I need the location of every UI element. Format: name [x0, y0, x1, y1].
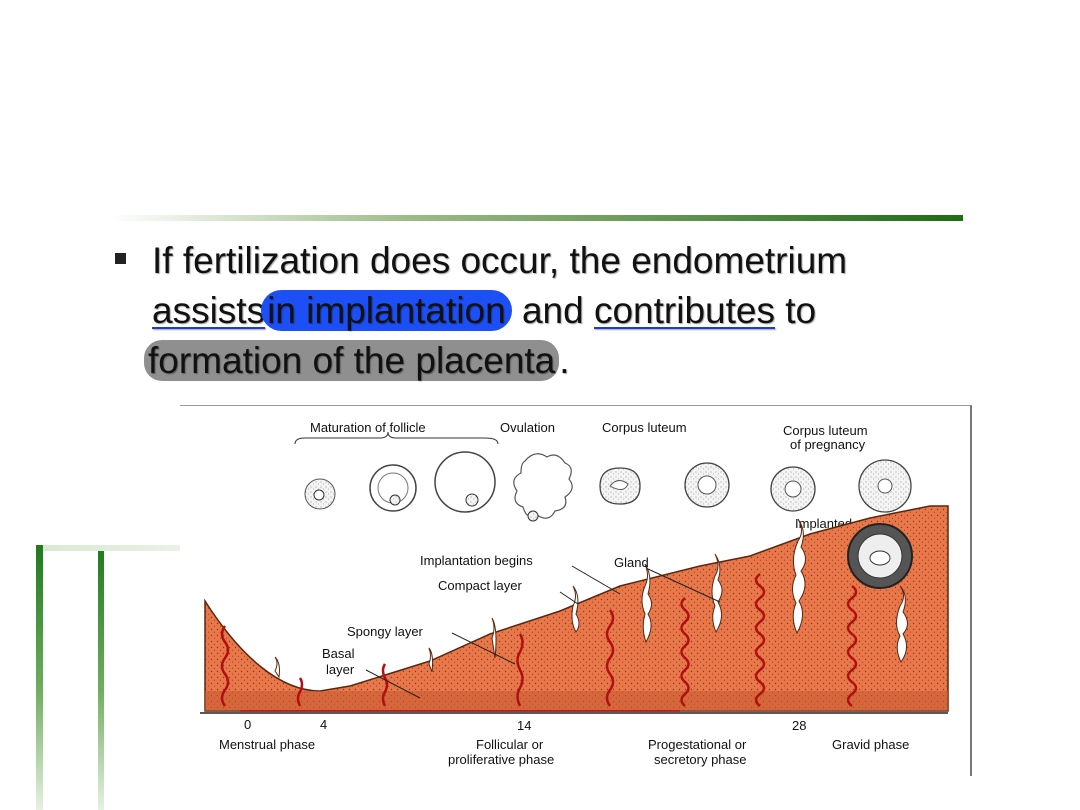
label-gland: Gland: [614, 555, 649, 570]
maturation-bracket: [294, 431, 499, 445]
endometrium-cycle-figure: Maturation of follicle Ovulation Corpus …: [180, 405, 972, 776]
spiral-arteries: [220, 573, 858, 712]
label-layer: layer: [326, 662, 355, 677]
phase-follicular-2: proliferative phase: [448, 752, 554, 767]
corpus-luteum-2-icon: [684, 462, 730, 508]
word-to: to: [774, 290, 817, 331]
implanted-embryo-icon: [847, 523, 913, 589]
word-and: and: [511, 290, 594, 331]
ovulation-icon: [513, 453, 573, 522]
label-basal: Basal: [322, 646, 355, 661]
label-corpus-luteum: Corpus luteum: [602, 420, 687, 435]
text-line-1: If fertilization does occur, the endomet…: [152, 240, 848, 281]
label-compact-layer: Compact layer: [438, 578, 522, 593]
label-spongy-layer: Spongy layer: [347, 624, 424, 639]
bullet-text: If fertilization does occur, the endomet…: [144, 236, 972, 386]
underlined-assists: assists: [152, 290, 266, 331]
tick-0: 0: [244, 717, 251, 732]
label-ovulation: Ovulation: [500, 420, 555, 435]
left-accent-horizontal: [43, 545, 183, 551]
highlight-in-implantation: in implantation: [261, 290, 512, 331]
label-corpus-luteum-preg: Corpus luteum: [783, 423, 868, 438]
highlight-formation-placenta: formation of the placenta: [144, 340, 560, 381]
corpus-luteum-1-icon: [599, 467, 641, 505]
top-divider-line: [110, 215, 963, 221]
glands: [274, 518, 908, 679]
corpus-luteum-3-icon: [770, 466, 816, 512]
tick-14: 14: [517, 718, 531, 733]
underlined-contributes: contributes: [593, 290, 775, 331]
label-of-pregnancy: of pregnancy: [790, 437, 866, 452]
follicle-1-icon: [304, 478, 336, 510]
phase-progestational-1: Progestational or: [648, 737, 747, 752]
follicle-3-icon: [434, 451, 496, 513]
figure-svg: Maturation of follicle Ovulation Corpus …: [200, 420, 949, 767]
bullet-marker: [115, 253, 126, 264]
tick-4: 4: [320, 717, 327, 732]
label-implantation-begins: Implantation begins: [420, 553, 533, 568]
phase-gravid: Gravid phase: [832, 737, 909, 752]
phase-menstrual: Menstrual phase: [219, 737, 315, 752]
follicle-2-icon: [369, 464, 417, 512]
basal-zone: [205, 691, 948, 711]
left-accent-bar-inner: [98, 545, 104, 810]
label-maturation: Maturation of follicle: [310, 420, 426, 435]
tick-28: 28: [792, 718, 806, 733]
left-accent-bar: [36, 545, 43, 810]
phase-progestational-2: secretory phase: [654, 752, 747, 767]
corpus-luteum-4-icon: [858, 459, 912, 513]
phase-follicular-1: Follicular or: [476, 737, 544, 752]
period: .: [559, 340, 570, 381]
